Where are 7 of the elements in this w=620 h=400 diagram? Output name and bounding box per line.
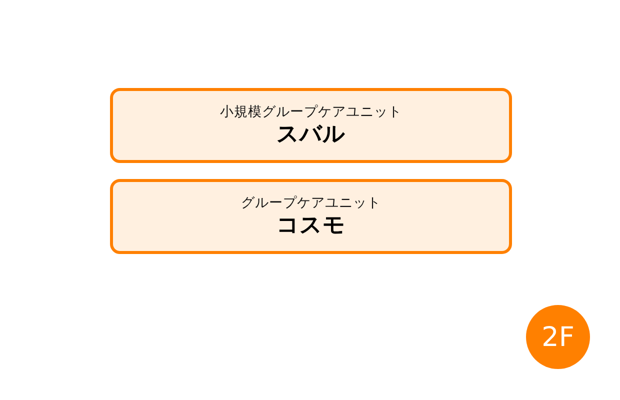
floor-circle: 2F <box>526 305 590 369</box>
unit-box <box>110 179 512 254</box>
unit-name: コスモ <box>276 212 346 240</box>
unit-type-label: グループケアユニット <box>241 194 381 212</box>
unit-type-label: 小規模グループケアユニット <box>220 102 402 120</box>
unit-box <box>110 88 512 163</box>
unit-name: スバル <box>276 120 346 148</box>
